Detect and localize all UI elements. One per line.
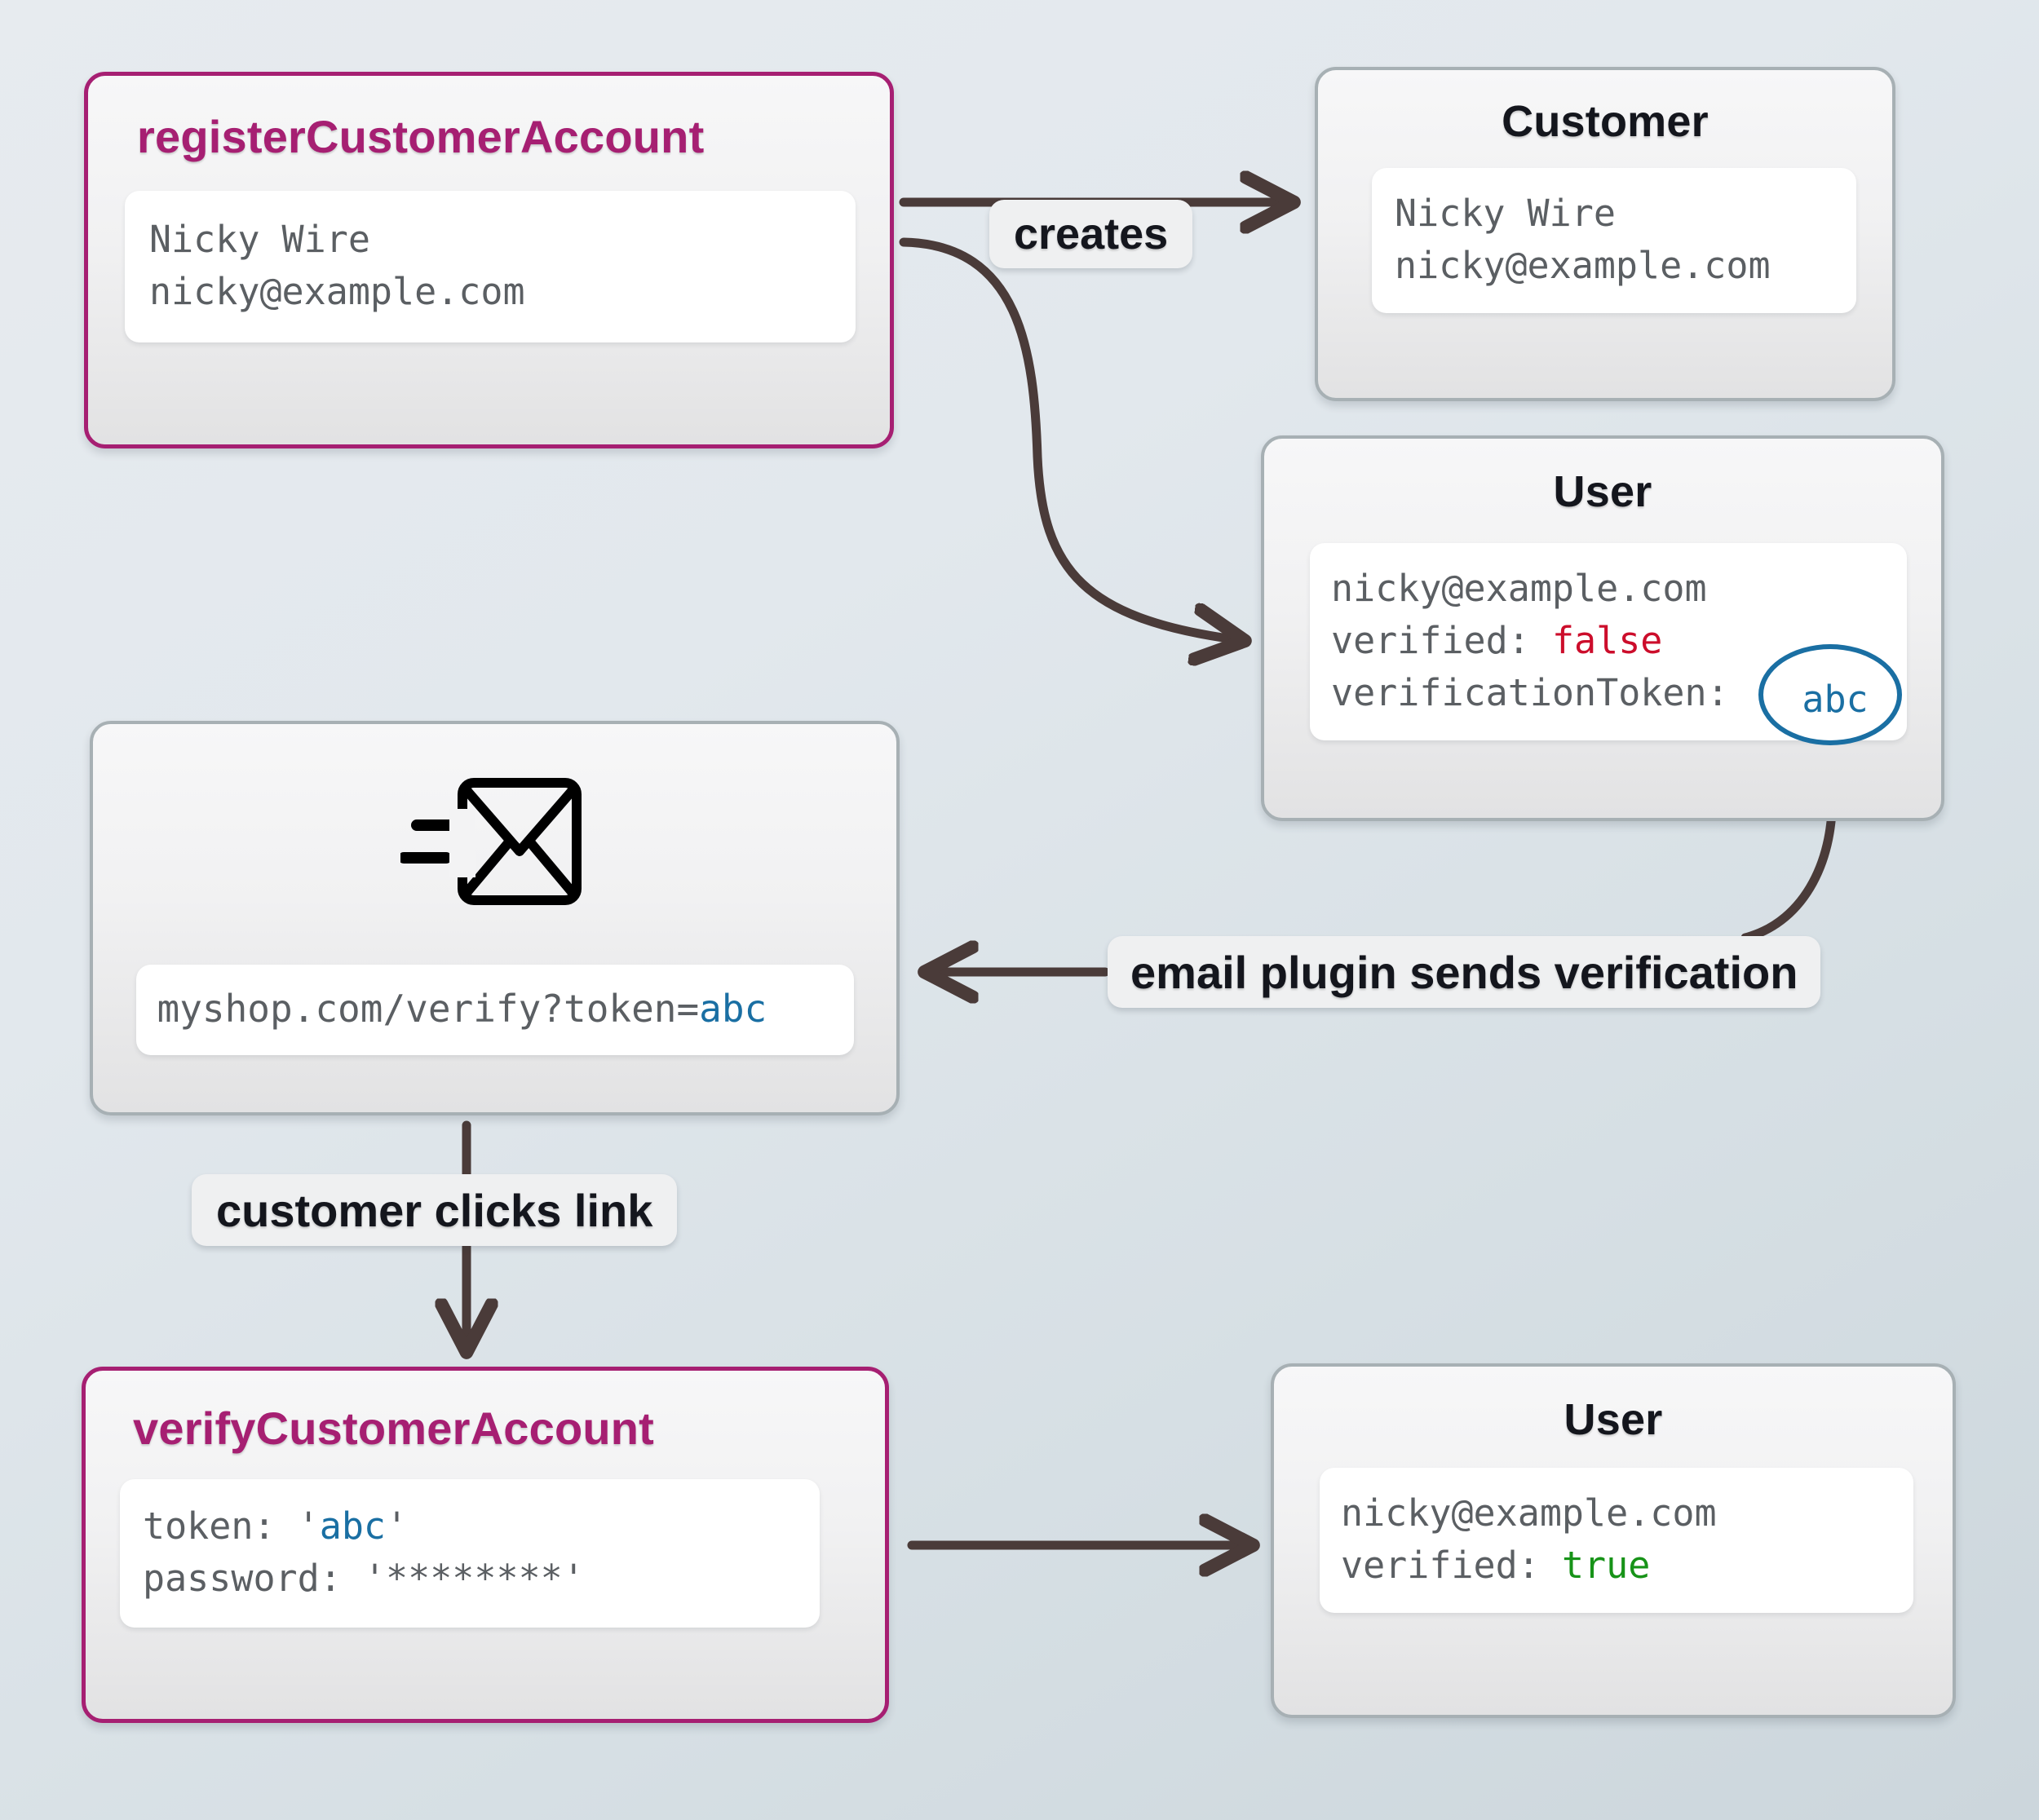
- edge-label-email-plugin-sends-verification: email plugin sends verification: [1108, 936, 1821, 1008]
- edge-label-customer-clicks-link: customer clicks link: [192, 1174, 678, 1246]
- edge-register-to-user: [899, 237, 1240, 640]
- node-body-register: Nicky Wire nicky@example.com: [125, 191, 856, 342]
- node-customer[interactable]: Customer Nicky Wire nicky@example.com: [1315, 67, 1895, 401]
- edge-label-creates: creates: [989, 200, 1193, 268]
- user-verified-field-email: nicky@example.com: [1341, 1491, 1717, 1535]
- node-verification-email[interactable]: myshop.com/verify?token=abc: [90, 721, 900, 1115]
- email-url-token: abc: [699, 987, 767, 1031]
- user-verified-key: verified:: [1331, 618, 1552, 662]
- node-user-verified[interactable]: User nicky@example.com verified: true: [1271, 1363, 1956, 1718]
- verify-password-key: password:: [143, 1556, 364, 1600]
- send-email-icon: [397, 766, 590, 925]
- user-verified-field-verified: verified: true: [1341, 1539, 1892, 1592]
- user-token-value: abc: [1802, 678, 1869, 722]
- node-title-user-verified: User: [1564, 1395, 1663, 1444]
- verify-field-token: token: 'abc': [143, 1504, 409, 1548]
- user-verified-value-2: true: [1561, 1543, 1651, 1587]
- node-title-register: registerCustomerAccount: [137, 111, 705, 162]
- verify-token-value: abc: [319, 1504, 387, 1548]
- email-url-prefix: myshop.com/verify?token=: [157, 987, 700, 1031]
- user-token-key: verificationToken:: [1331, 670, 1729, 714]
- customer-field-name: Nicky Wire: [1395, 192, 1616, 235]
- node-title-verify: verifyCustomerAccount: [133, 1403, 655, 1454]
- email-verify-url: myshop.com/verify?token=abc: [157, 983, 833, 1036]
- node-body-user-unverified: nicky@example.com verified: false verifi…: [1310, 543, 1907, 745]
- user-field-email: nicky@example.com: [1331, 567, 1707, 610]
- customer-field-email: nicky@example.com: [1395, 243, 1771, 287]
- node-body-customer: Nicky Wire nicky@example.com: [1372, 168, 1856, 313]
- email-link-panel[interactable]: myshop.com/verify?token=abc: [135, 965, 854, 1056]
- user-field-verified: verified: false: [1331, 615, 1886, 667]
- node-title-customer: Customer: [1502, 97, 1709, 146]
- node-verify-customer-account[interactable]: verifyCustomerAccount token: 'abc' passw…: [82, 1367, 889, 1723]
- verify-password-value: '********': [363, 1556, 585, 1600]
- node-register-customer-account[interactable]: registerCustomerAccount Nicky Wire nicky…: [84, 72, 894, 448]
- node-body-verify: token: 'abc' password: '********': [120, 1479, 820, 1628]
- node-user-unverified[interactable]: User nicky@example.com verified: false v…: [1261, 435, 1944, 821]
- user-verified-key-2: verified:: [1341, 1543, 1562, 1587]
- register-field-email: nicky@example.com: [149, 269, 525, 313]
- register-field-name: Nicky Wire: [149, 218, 370, 261]
- node-body-user-verified: nicky@example.com verified: true: [1320, 1468, 1913, 1613]
- user-field-token: verificationToken:: [1331, 667, 1886, 719]
- user-verified-value: false: [1551, 618, 1663, 662]
- verify-field-password: password: '********': [143, 1553, 797, 1605]
- verify-token-key: token:: [143, 1504, 298, 1548]
- node-title-user-unverified: User: [1553, 467, 1652, 516]
